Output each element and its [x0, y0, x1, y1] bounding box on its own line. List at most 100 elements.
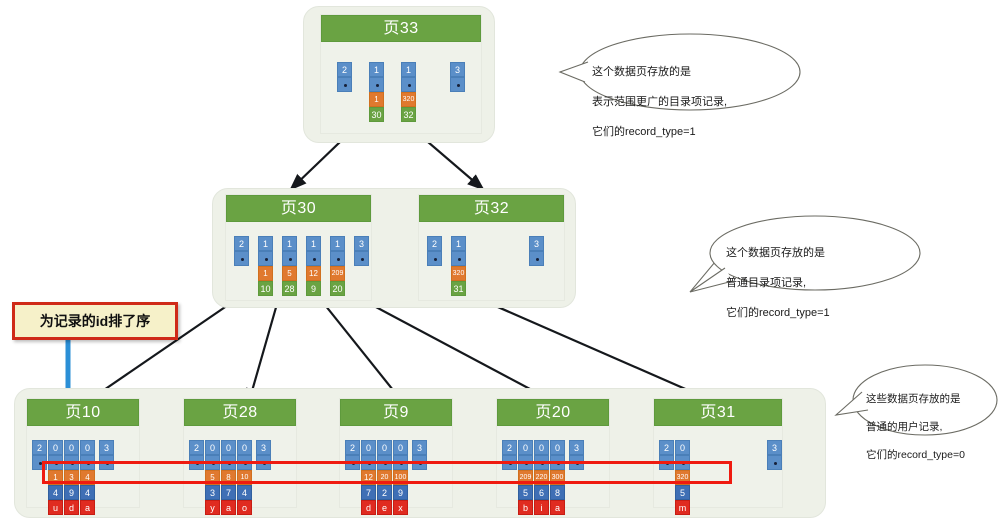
page-32-title: 页32	[419, 195, 564, 222]
page-30-record-5[interactable]: 3	[354, 236, 369, 266]
record-col3-cell: e	[377, 500, 392, 515]
page-9[interactable]: 页9 2 0 12 7 d 0 20 2 e 0	[339, 398, 453, 515]
page-33[interactable]: 页33 2 1 1 30 1 320 32 3	[320, 14, 482, 134]
page-31[interactable]: 页31 2 0 320 5 m 3	[653, 398, 783, 515]
sorted-id-highlight-rect	[42, 461, 732, 484]
child-page-cell: 10	[258, 281, 273, 296]
next-record-pointer	[529, 251, 544, 266]
record-type-cell: 1	[451, 236, 466, 251]
page-30-title: 页30	[226, 195, 371, 222]
callout-middle: 这个数据页存放的是 普通目录项记录, 它们的record_type=1	[726, 231, 926, 336]
page-30-record-4[interactable]: 1 209 20	[330, 236, 345, 296]
child-page-cell: 9	[306, 281, 321, 296]
child-page-cell: 31	[451, 281, 466, 296]
record-col3-cell: y	[205, 500, 220, 515]
record-type-cell: 2	[659, 440, 674, 455]
record-type-cell: 3	[412, 440, 427, 455]
record-col3-cell: m	[675, 500, 690, 515]
page-31-record-2[interactable]: 3	[767, 440, 782, 470]
next-record-pointer	[282, 251, 297, 266]
page-10[interactable]: 页10 2 0 1 4 u 0 3 9 d 0	[26, 398, 140, 515]
note-sorted-by-id: 为记录的id排了序	[12, 302, 178, 340]
callout-middle-line2: 普通目录项记录,	[726, 277, 807, 289]
callout-root-line2: 表示范围更广的目录项记录,	[592, 96, 728, 108]
record-col3-cell: a	[550, 500, 565, 515]
record-id-cell: 5	[282, 266, 297, 281]
child-page-cell: 28	[282, 281, 297, 296]
page-31-title: 页31	[654, 399, 782, 426]
next-record-pointer	[234, 251, 249, 266]
record-type-cell: 3	[354, 236, 369, 251]
page-28[interactable]: 页28 2 0 5 3 y 0 8 7 a 0	[183, 398, 297, 515]
record-col2-cell: 9	[393, 485, 408, 500]
record-col2-cell: 8	[550, 485, 565, 500]
record-type-cell: 1	[369, 62, 384, 77]
record-col3-cell: x	[393, 500, 408, 515]
page-10-record-3[interactable]: 0 4 4 a	[80, 440, 95, 515]
child-page-cell: 30	[369, 107, 384, 122]
page-10-title: 页10	[27, 399, 139, 426]
record-col2-cell: 4	[48, 485, 63, 500]
record-col2-cell: 3	[205, 485, 220, 500]
record-id-cell: 320	[451, 266, 466, 281]
record-col2-cell: 7	[221, 485, 236, 500]
page-20[interactable]: 页20 2 0 209 5 b 0 220 6 i 0	[496, 398, 610, 515]
record-type-cell: 3	[99, 440, 114, 455]
record-type-cell: 0	[64, 440, 79, 455]
next-record-pointer	[450, 77, 465, 92]
record-id-cell: 320	[401, 92, 416, 107]
record-col3-cell: d	[64, 500, 79, 515]
page-30-record-2[interactable]: 1 5 28	[282, 236, 297, 296]
record-type-cell: 0	[361, 440, 376, 455]
page-33-title: 页33	[321, 15, 481, 42]
page-33-record-1[interactable]: 1 1 30	[369, 62, 384, 122]
page-20-record-1[interactable]: 0 209 5 b	[518, 440, 533, 515]
page-32-body: 2 1 320 31 3	[419, 222, 564, 300]
page-33-record-0[interactable]: 2	[337, 62, 352, 92]
page-9-title: 页9	[340, 399, 452, 426]
page-32-record-0[interactable]: 2	[427, 236, 442, 266]
record-type-cell: 3	[450, 62, 465, 77]
callout-leaf: 这些数据页存放的是 普通的用户记录, 它们的record_type=0	[866, 378, 1000, 476]
record-id-cell: 12	[306, 266, 321, 281]
next-record-pointer	[337, 77, 352, 92]
next-record-pointer	[369, 77, 384, 92]
page-32-record-2[interactable]: 3	[529, 236, 544, 266]
page-9-record-1[interactable]: 0 12 7 d	[361, 440, 376, 515]
record-type-cell: 2	[427, 236, 442, 251]
page-30-record-3[interactable]: 1 12 9	[306, 236, 321, 296]
record-type-cell: 2	[502, 440, 517, 455]
page-32[interactable]: 页32 2 1 320 31 3	[418, 194, 565, 301]
next-record-pointer	[354, 251, 369, 266]
page-30-record-1[interactable]: 1 1 10	[258, 236, 273, 296]
page-20-record-0[interactable]: 2	[502, 440, 517, 470]
record-type-cell: 1	[401, 62, 416, 77]
callout-leaf-line2: 普通的用户记录,	[866, 421, 943, 433]
page-33-body: 2 1 1 30 1 320 32 3	[321, 42, 481, 133]
page-30[interactable]: 页30 2 1 1 10 1 5 28 1 12 9	[225, 194, 372, 301]
record-col3-cell: i	[534, 500, 549, 515]
child-page-cell: 32	[401, 107, 416, 122]
record-col3-cell: a	[80, 500, 95, 515]
page-32-record-1[interactable]: 1 320 31	[451, 236, 466, 296]
record-type-cell: 1	[282, 236, 297, 251]
record-type-cell: 1	[306, 236, 321, 251]
record-col2-cell: 7	[361, 485, 376, 500]
record-type-cell: 0	[377, 440, 392, 455]
record-col3-cell: a	[221, 500, 236, 515]
record-type-cell: 0	[534, 440, 549, 455]
next-record-pointer	[258, 251, 273, 266]
record-type-cell: 3	[529, 236, 544, 251]
record-type-cell: 0	[205, 440, 220, 455]
record-type-cell: 0	[393, 440, 408, 455]
page-33-record-3[interactable]: 3	[450, 62, 465, 92]
next-record-pointer	[451, 251, 466, 266]
page-30-body: 2 1 1 10 1 5 28 1 12 9 1	[226, 222, 371, 300]
record-col3-cell: b	[518, 500, 533, 515]
page-33-record-2[interactable]: 1 320 32	[401, 62, 416, 122]
record-col2-cell: 5	[518, 485, 533, 500]
record-type-cell: 3	[767, 440, 782, 455]
page-30-record-0[interactable]: 2	[234, 236, 249, 266]
next-record-pointer	[401, 77, 416, 92]
